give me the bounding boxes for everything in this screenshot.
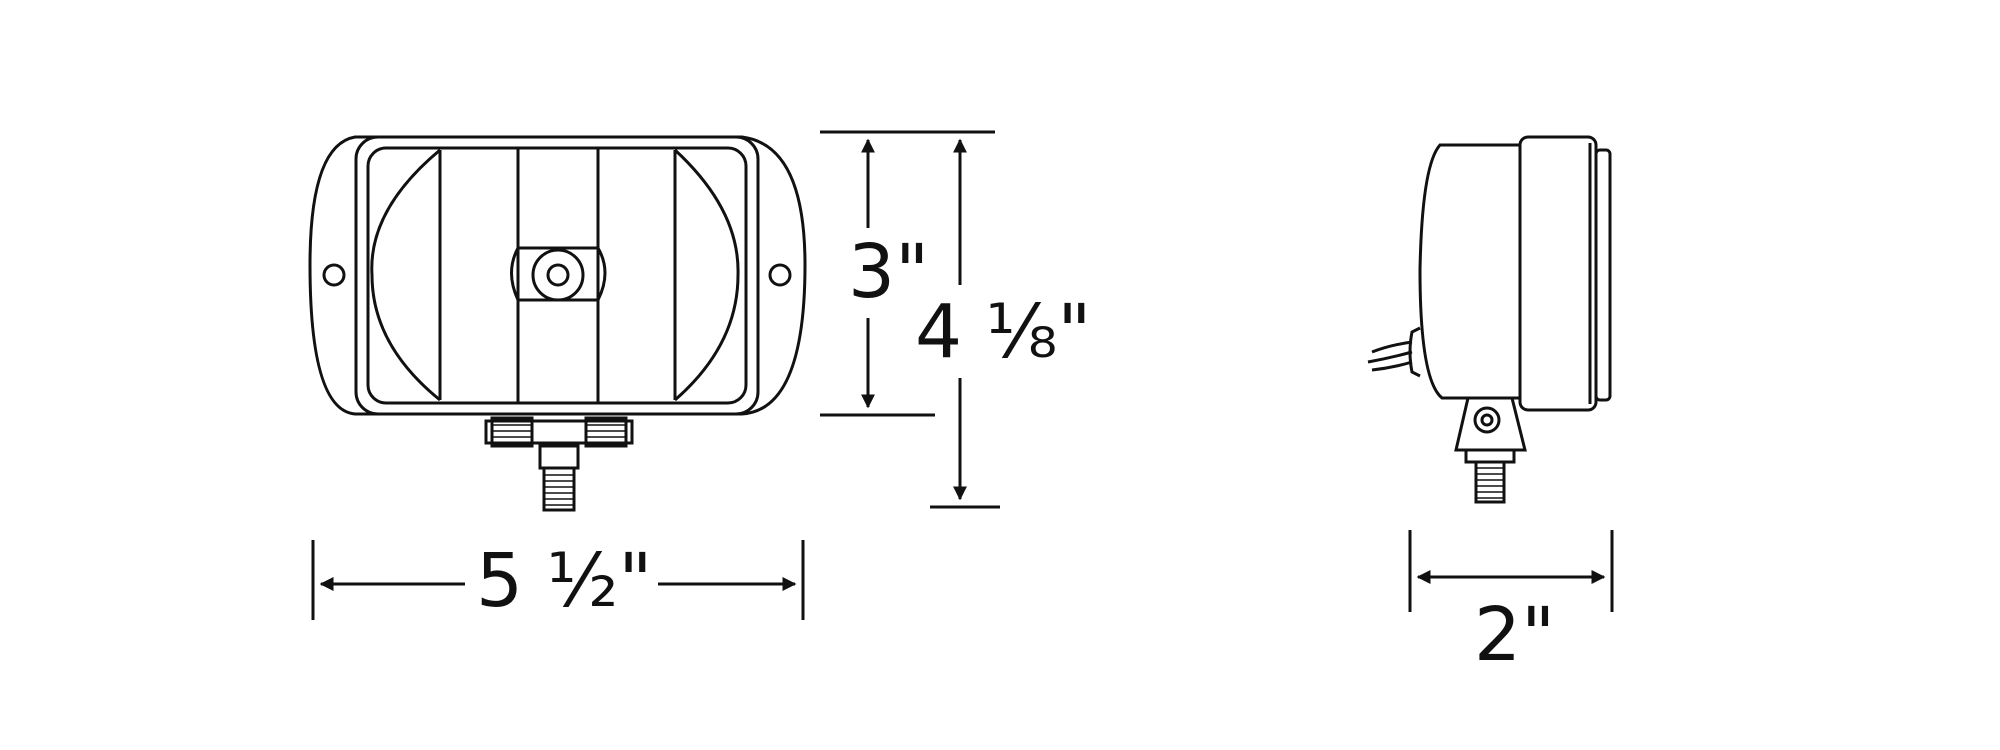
- lamp-body-side: [1418, 143, 1520, 400]
- lens-frame: [366, 146, 748, 405]
- bracket-pivot: [1473, 406, 1501, 434]
- bulb-holder: [510, 246, 607, 302]
- bulb-socket: [531, 248, 585, 302]
- side-view-lamp: [1367, 135, 1612, 504]
- dimension-label-width: 5 ½": [470, 544, 659, 618]
- wire: [1371, 360, 1413, 372]
- front-view-lamp: [308, 135, 807, 512]
- lamp-lens-rim: [1594, 148, 1612, 402]
- side-bracket-base: [1464, 448, 1516, 464]
- bracket-pivot-center: [1480, 413, 1494, 427]
- bulb-center: [546, 263, 570, 287]
- side-mount-bolt: [1474, 460, 1506, 504]
- dimension-label-depth: 2": [1474, 592, 1556, 678]
- lens-left-curve: [370, 148, 441, 402]
- mounting-hole-right: [768, 263, 792, 287]
- lens-right-curve: [673, 148, 740, 402]
- bracket-plate: [484, 419, 634, 445]
- bracket-nut-left: [490, 416, 534, 448]
- mount-bolt: [542, 466, 576, 512]
- wire: [1371, 340, 1413, 354]
- lamp-bezel: [1518, 135, 1598, 412]
- mounting-hole-left: [322, 263, 346, 287]
- bracket-stem: [538, 444, 580, 470]
- wire: [1367, 350, 1413, 364]
- bracket-nut-right: [584, 416, 628, 448]
- mounting-flange: [308, 135, 807, 416]
- lamp-housing: [354, 135, 760, 416]
- dimension-label-total-height: 4 ⅛": [915, 289, 1092, 375]
